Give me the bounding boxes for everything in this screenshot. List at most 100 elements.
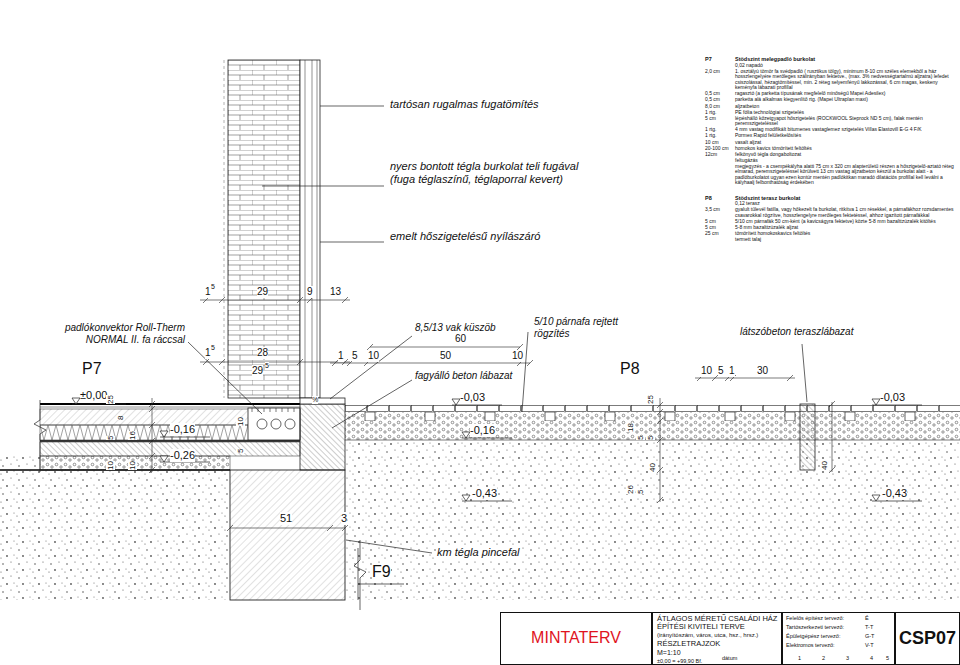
- dimension-text: 50: [440, 350, 451, 362]
- cellar-wall: [354, 540, 366, 610]
- spec-text: 1 rtg.: [705, 127, 734, 133]
- title-text: T-T: [865, 624, 873, 630]
- dimension-text: 1: [205, 286, 211, 298]
- window-frame: [317, 60, 318, 398]
- floor-layers: [34, 400, 46, 472]
- spec-text: gyalult tűlevél fatilla, vagy hőkezelt f…: [735, 207, 957, 218]
- terrace-layers: [800, 404, 815, 470]
- dimension-text: 40: [648, 463, 657, 472]
- dimension-line: [200, 297, 350, 303]
- title-text: É: [865, 615, 869, 621]
- dimension-text: 40: [820, 461, 829, 470]
- dimension-text: -0,16: [470, 424, 495, 437]
- dimension-text: -0,26: [170, 449, 195, 462]
- spec-text: 5 cm: [705, 219, 734, 225]
- convector: [248, 408, 300, 440]
- dimension-text: 29: [257, 286, 268, 298]
- dimension-text: 51: [280, 512, 292, 525]
- spec-text: 0,5 cm: [705, 91, 734, 97]
- dimension-text: 1: [205, 347, 211, 359]
- dimension-text: 13: [330, 286, 341, 298]
- terrace-layers: [345, 405, 960, 412]
- callout-note: emelt hőszigetelésű nyílászáró: [390, 230, 540, 243]
- callout-note: tartósan rugalmas fugatömítés: [390, 98, 539, 111]
- spec-text: feltugázás: [735, 158, 957, 164]
- spec-text: 1 rtg.: [705, 133, 734, 139]
- callout-note: 5/10 párnafa rejtett rögzítés: [534, 316, 634, 339]
- title-text: ±0,00 = +99,90 Bf.: [657, 658, 702, 664]
- title-text: MINTATERV: [501, 629, 651, 647]
- soil: [0, 470, 230, 600]
- section-tag: P7: [82, 360, 102, 378]
- dimension-text: 5: [636, 490, 645, 494]
- dimension-text: dátum: [722, 655, 737, 661]
- dimension-text: 9: [307, 286, 313, 298]
- title-text: G-T: [865, 633, 874, 639]
- window-frame: [300, 60, 320, 398]
- dimension-text: 5: [265, 362, 269, 370]
- dimension-text: -0,03: [460, 391, 485, 404]
- brick-wall: [224, 60, 225, 398]
- window-frame: [312, 60, 313, 398]
- leader-line: [320, 106, 384, 107]
- soil: [0, 440, 960, 600]
- dimension-text: 3: [341, 512, 347, 525]
- dimension-line: [149, 398, 155, 473]
- title-text: V-T: [865, 642, 874, 648]
- spec-text: 5 cm: [705, 116, 734, 122]
- spec-text: Stödszint terasz burkolat: [735, 195, 957, 201]
- dimension-line: [149, 297, 835, 531]
- leader-line: [358, 548, 404, 600]
- dimension-line: [657, 398, 663, 503]
- title-text: M=1:10: [657, 649, 681, 657]
- title-text: ÉPÍTÉSI KIVITELI TERVE: [657, 623, 745, 632]
- dimension-text: 5: [718, 365, 724, 377]
- spec-text: 4 mm vastag modifikált bitumenes vastagl…: [735, 127, 957, 133]
- spec-text: ragasztó (a parketta típusának megfelelő…: [735, 91, 957, 97]
- spec-text: 1. osztályú tömör fa svédpadló ( rusztik…: [735, 69, 957, 91]
- leader-line: [188, 106, 807, 600]
- floor-layers: [40, 440, 300, 442]
- spec-text: 2,0 cm: [705, 69, 734, 75]
- convector: [248, 408, 300, 440]
- floor-layers: [40, 456, 230, 470]
- dimension-text: 10: [368, 350, 379, 362]
- dimension-text: 5: [886, 655, 889, 661]
- dimension-text: 18: [626, 423, 635, 432]
- dimension-text: -0,43: [472, 487, 497, 500]
- spec-text: 5/10 cm párnafák 50 cm-ként (a kavicságy…: [735, 219, 957, 225]
- spec-text: 25 cm: [705, 231, 734, 237]
- title-text: Tartószerkezeti tervező:: [786, 624, 844, 630]
- spec-text: 0,02 napadó: [735, 63, 957, 69]
- spec-text: Stödszint melegpadló burkolat: [735, 56, 957, 62]
- dimension-text: -0,43: [882, 487, 907, 500]
- title-cell: CSP07: [895, 612, 960, 665]
- section-tag: P8: [620, 360, 640, 378]
- dimension-text: 10: [128, 461, 137, 470]
- dimension-line: [330, 360, 533, 366]
- terrace-layers: [345, 404, 960, 470]
- dimension-text: -0,03: [880, 391, 905, 404]
- spec-text: P8: [705, 195, 734, 201]
- terrace-layers: [345, 412, 960, 421]
- convector: [285, 419, 295, 429]
- dimension-text: 5: [636, 436, 645, 440]
- dimension-text: 5: [211, 283, 215, 291]
- convector: [257, 419, 267, 429]
- section-tag: F9: [372, 563, 391, 581]
- leader-line: [330, 336, 412, 399]
- spec-text: 5-8 mm bazalttzúzalék aljzat: [735, 225, 957, 231]
- dimension-text: 1: [798, 655, 801, 661]
- dimension-text: 25: [646, 395, 655, 404]
- spec-text: PE fólia technológiai szigetelés: [735, 110, 957, 116]
- spec-text: vasalt aljzat: [735, 140, 957, 146]
- spec-text: 20-100 cm: [705, 146, 734, 152]
- callout-note: 8,5/13 vak küszöb: [415, 322, 496, 334]
- window-frame: [305, 60, 306, 398]
- callout-note: látszóbeton teraszlábazat: [740, 326, 853, 338]
- leader-line: [346, 540, 432, 553]
- cellar-wall: [230, 470, 366, 610]
- title-text: Elektromos tervező:: [786, 642, 835, 648]
- dimension-text: 5: [106, 436, 115, 440]
- dimension-text: 4: [870, 655, 873, 661]
